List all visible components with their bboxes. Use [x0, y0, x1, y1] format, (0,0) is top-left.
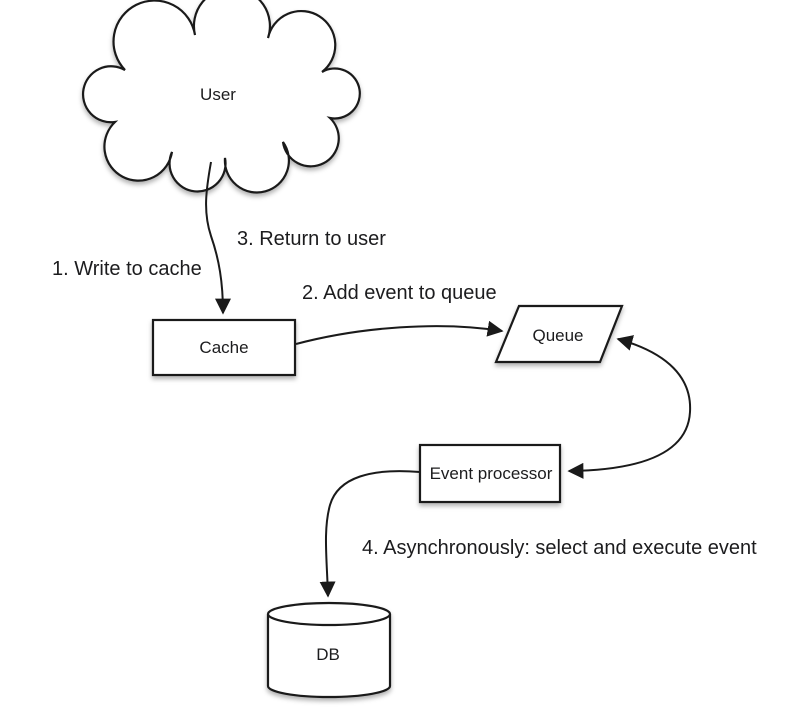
event-processor-box — [418, 443, 562, 504]
cache-label: Cache — [199, 338, 248, 357]
db-cylinder-top — [266, 601, 392, 627]
edge-user-to-cache — [205, 161, 231, 315]
edge-cache-to-queue — [295, 320, 504, 345]
user-label: User — [200, 85, 236, 104]
event-processor-label: Event processor — [430, 464, 553, 483]
edge-eventprocessor-to-db — [319, 470, 421, 598]
node-queue: Queue — [494, 304, 624, 364]
db-cylinder-body — [266, 614, 392, 699]
edge-queue-eventprocessor-bidirectional — [567, 335, 692, 479]
step2-label: 2. Add event to queue — [302, 282, 497, 304]
step3-label: 3. Return to user — [237, 228, 386, 250]
node-cache: Cache — [151, 318, 297, 377]
node-event-processor: Event processor — [418, 443, 562, 504]
db-label: DB — [316, 645, 340, 664]
cache-box — [151, 318, 297, 377]
step1-label: 1. Write to cache — [52, 258, 202, 280]
cloud-shape — [81, 0, 361, 194]
step4-label: 4. Asynchronously: select and execute ev… — [362, 537, 757, 559]
queue-label: Queue — [532, 326, 583, 345]
node-user: User — [81, 0, 361, 194]
node-db: DB — [266, 601, 392, 699]
